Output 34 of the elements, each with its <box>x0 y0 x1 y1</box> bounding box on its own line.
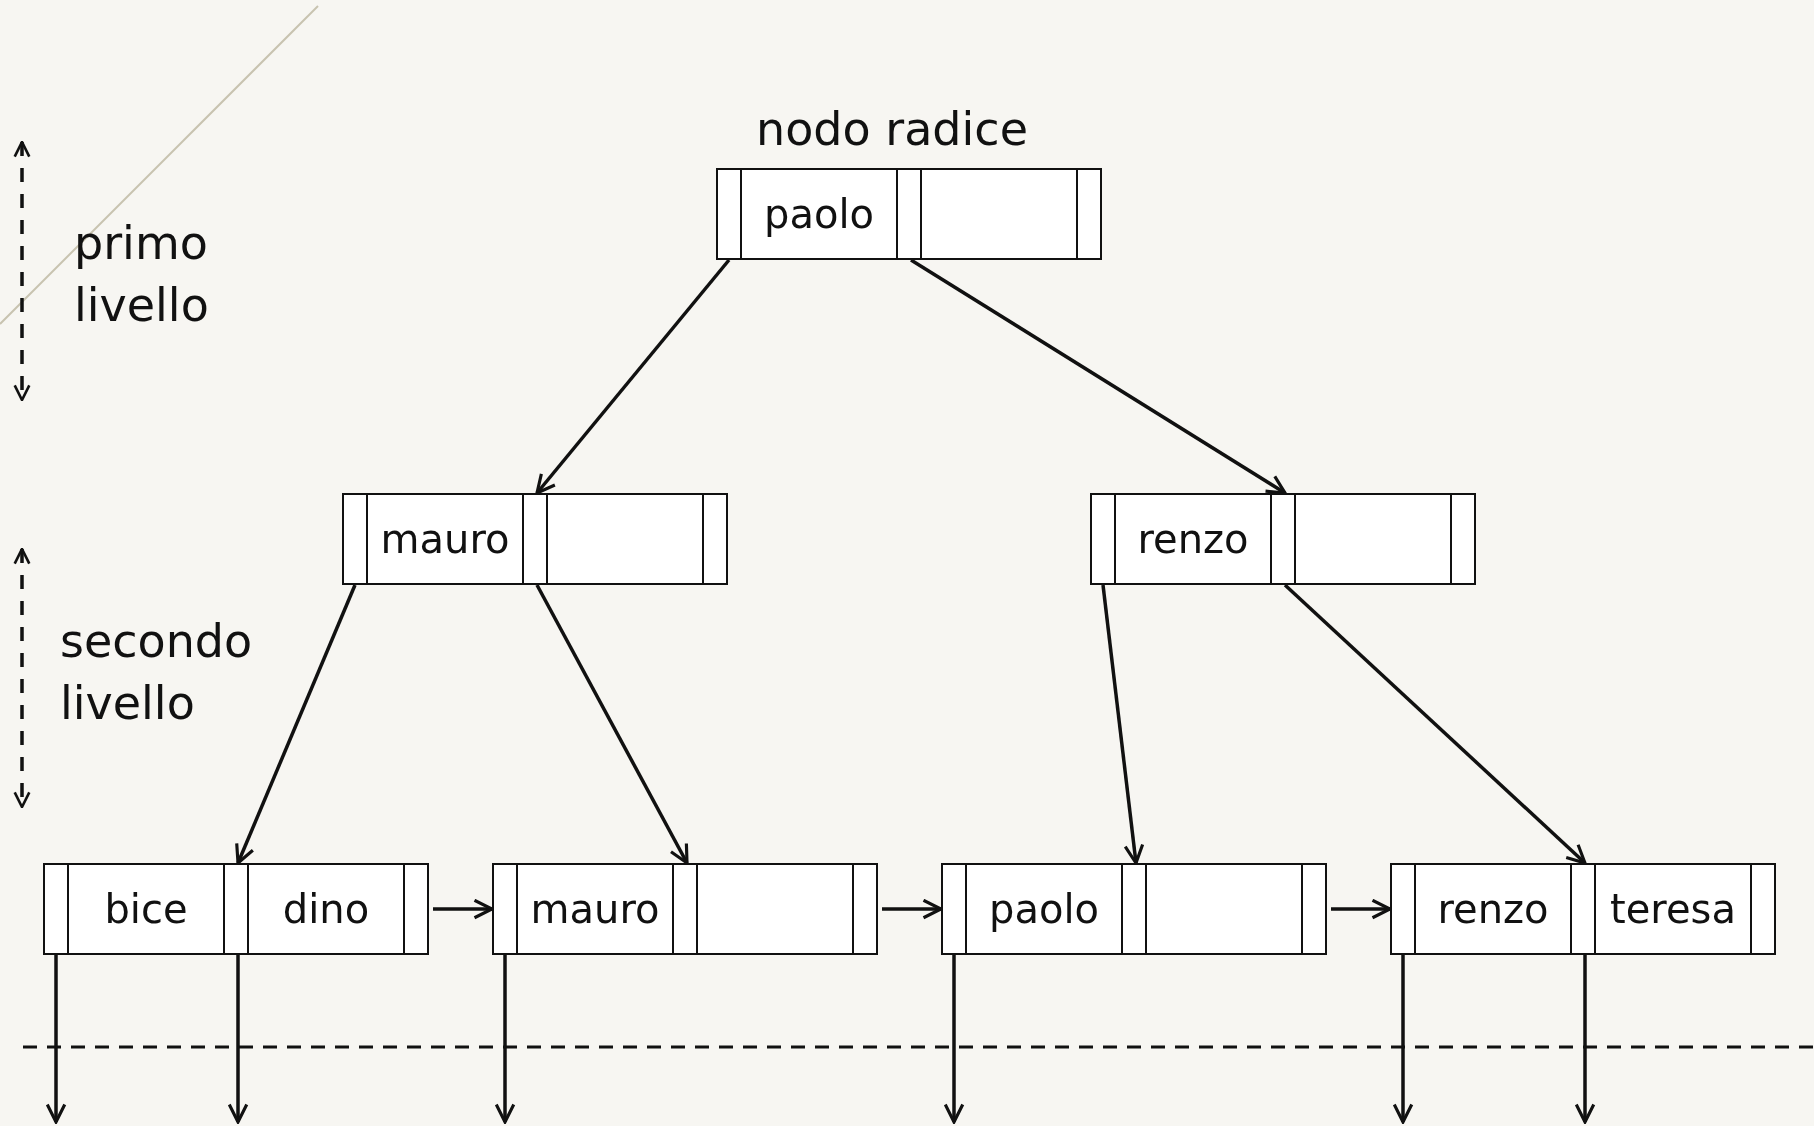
key-cell: mauro <box>516 863 674 955</box>
arrow <box>1101 584 1145 865</box>
arrow <box>535 258 731 495</box>
arrow <box>1574 955 1596 1124</box>
arrow <box>535 584 689 865</box>
key-cell: teresa <box>1594 863 1752 955</box>
index-block <box>716 168 1102 260</box>
arrow <box>943 955 965 1124</box>
key-cell: renzo <box>1114 493 1272 585</box>
arrow <box>1331 898 1392 920</box>
key-cell: bice <box>67 863 225 955</box>
arrow <box>227 955 249 1124</box>
key-cell: paolo <box>740 168 898 260</box>
node-caption: nodo radice <box>756 102 1028 156</box>
index-block <box>1390 863 1776 955</box>
index-block <box>941 863 1327 955</box>
key-cell: paolo <box>965 863 1123 955</box>
arrow <box>882 898 943 920</box>
arrow <box>45 955 67 1124</box>
key-cell: dino <box>247 863 405 955</box>
index-block <box>1090 493 1476 585</box>
arrow <box>910 258 1287 495</box>
index-block <box>342 493 728 585</box>
arrow <box>1392 955 1414 1124</box>
arrow <box>494 955 516 1124</box>
arrow <box>1283 583 1587 865</box>
level-label: primo livello <box>74 215 210 334</box>
level-label: secondo livello <box>60 613 254 732</box>
arrow <box>235 584 357 865</box>
arrow <box>433 898 494 920</box>
key-cell: mauro <box>366 493 524 585</box>
key-cell: renzo <box>1414 863 1572 955</box>
index-block <box>43 863 429 955</box>
index-block <box>492 863 878 955</box>
